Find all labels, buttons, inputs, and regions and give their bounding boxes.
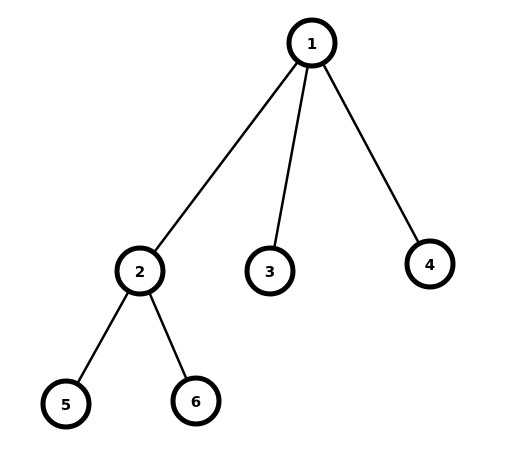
node-circle bbox=[244, 245, 296, 297]
node-6: 6 bbox=[170, 375, 222, 427]
node-label: 2 bbox=[135, 263, 145, 281]
tree-nodes: 1 2 3 4 5 6 bbox=[40, 17, 456, 430]
edge-1-4 bbox=[310, 41, 432, 266]
node-4: 4 bbox=[404, 238, 456, 290]
node-circle bbox=[286, 17, 338, 69]
node-1: 1 bbox=[286, 17, 338, 69]
node-label: 1 bbox=[307, 35, 317, 53]
node-3: 3 bbox=[244, 245, 296, 297]
tree-edges bbox=[64, 41, 432, 406]
edge-1-2 bbox=[138, 41, 314, 273]
node-circle bbox=[170, 375, 222, 427]
node-circle bbox=[404, 238, 456, 290]
node-label: 6 bbox=[191, 393, 201, 411]
node-2: 2 bbox=[114, 245, 166, 297]
node-5: 5 bbox=[40, 378, 92, 430]
node-label: 5 bbox=[61, 396, 71, 414]
node-circle bbox=[114, 245, 166, 297]
node-circle bbox=[40, 378, 92, 430]
edge-1-3 bbox=[268, 41, 314, 273]
node-label: 4 bbox=[425, 256, 435, 274]
node-label: 3 bbox=[265, 263, 275, 281]
